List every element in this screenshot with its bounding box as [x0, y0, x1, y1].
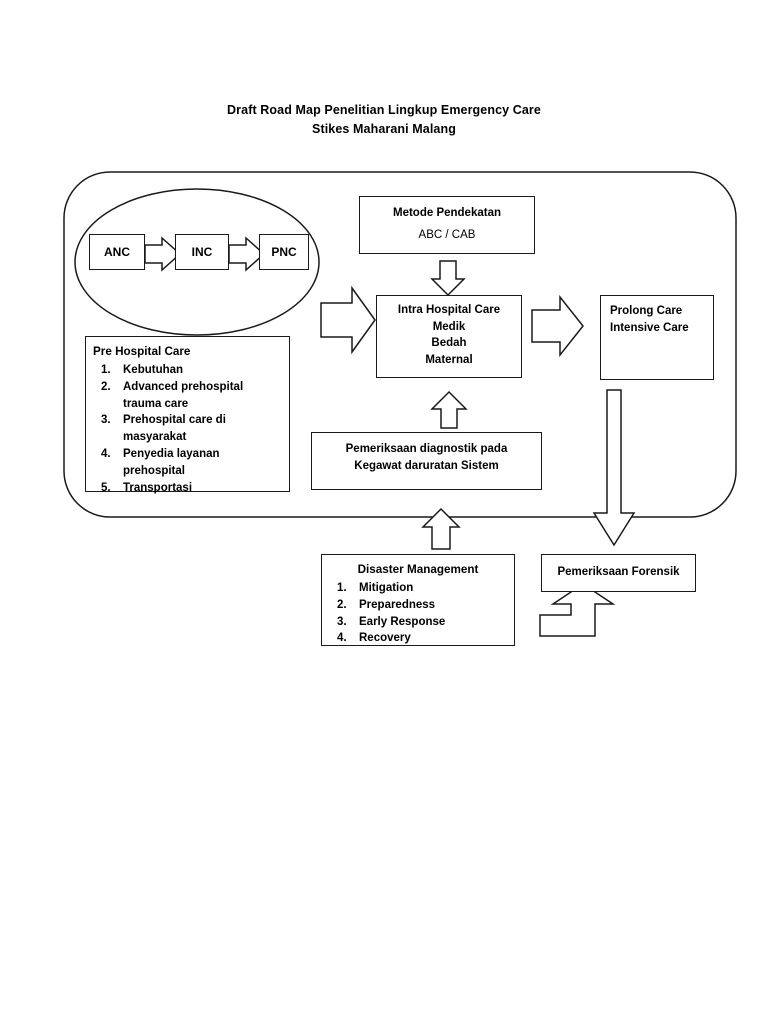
node-metode-pendekatan[interactable]: Metode Pendekatan ABC / CAB — [359, 196, 535, 254]
node-pemeriksaan-forensik[interactable]: Pemeriksaan Forensik — [541, 554, 696, 592]
node-pnc[interactable]: PNC — [259, 234, 309, 270]
list-item: 2. Preparedness — [329, 597, 507, 614]
pre-hospital-care-heading: Pre Hospital Care — [93, 345, 191, 358]
metode-to-intra-arrow — [430, 260, 466, 297]
pemeriksaan-diagnostik-line-2: Kegawat daruratan Sistem — [354, 459, 499, 472]
list-item: 4. Recovery — [329, 630, 507, 647]
list-item-text: Recovery — [359, 632, 411, 645]
intra-hospital-care-line-2: Bedah — [431, 337, 467, 349]
list-item-number: 1. — [101, 364, 111, 376]
disaster-to-intra-arrow — [421, 507, 461, 550]
intra-hospital-care-line-1: Medik — [432, 320, 466, 333]
inc-to-pnc-arrow — [228, 236, 266, 272]
pemeriksaan-forensik-label: Pemeriksaan Forensik — [557, 566, 680, 578]
list-item-text: Prehospital care di masyarakat — [123, 414, 226, 444]
intra-to-prolong-arrow — [531, 294, 584, 358]
prolong-care-line-1: Prolong Care — [610, 305, 683, 317]
node-prolong-care[interactable]: Prolong Care Intensive Care — [600, 295, 714, 380]
list-item: 1. Mitigation — [329, 580, 507, 597]
list-item-text: Early Response — [359, 615, 446, 628]
node-anc[interactable]: ANC — [89, 234, 145, 270]
prehospital-to-intra-arrow — [320, 285, 376, 355]
list-item-number: 4. — [337, 632, 347, 645]
title-line-2: Stikes Maharani Malang — [312, 122, 456, 136]
pre-hospital-care-list: 1. Kebutuhan 2. Advanced prehospital tra… — [93, 362, 282, 496]
list-item-number: 3. — [337, 615, 347, 628]
list-item-number: 5. — [101, 481, 111, 494]
node-pnc-label: PNC — [271, 244, 297, 259]
node-inc-label: INC — [191, 244, 213, 259]
page-title: Draft Road Map Penelitian Lingkup Emerge… — [0, 101, 768, 139]
title-line-1: Draft Road Map Penelitian Lingkup Emerge… — [227, 103, 541, 117]
elbow-to-forensik-arrow — [539, 583, 616, 637]
prolong-to-forensik-arrow — [592, 389, 636, 547]
list-item: 1. Kebutuhan — [93, 362, 282, 379]
prolong-care-line-2: Intensive Care — [610, 321, 689, 334]
disaster-management-heading: Disaster Management — [357, 563, 479, 576]
metode-pendekatan-heading: Metode Pendekatan — [393, 207, 501, 219]
list-item: 3. Early Response — [329, 614, 507, 631]
node-pemeriksaan-diagnostik[interactable]: Pemeriksaan diagnostik pada Kegawat daru… — [311, 432, 542, 490]
list-item-number: 1. — [337, 582, 347, 594]
list-item-number: 4. — [101, 447, 111, 460]
node-anc-label: ANC — [104, 244, 130, 259]
list-item-number: 2. — [101, 380, 111, 393]
node-inc[interactable]: INC — [175, 234, 229, 270]
list-item-text: Kebutuhan — [123, 364, 184, 376]
list-item-number: 2. — [337, 598, 347, 611]
node-disaster-management[interactable]: Disaster Management 1. Mitigation 2. Pre… — [321, 554, 515, 646]
intra-hospital-care-line-3: Maternal — [425, 353, 473, 366]
list-item-text: Mitigation — [359, 582, 414, 594]
node-intra-hospital-care[interactable]: Intra Hospital Care Medik Bedah Maternal — [376, 295, 522, 378]
node-pre-hospital-care[interactable]: Pre Hospital Care 1. Kebutuhan 2. Advanc… — [85, 336, 290, 494]
list-item: 4. Penyedia layanan prehospital — [93, 446, 282, 480]
diagnostik-to-intra-arrow — [430, 390, 468, 429]
list-item: 5. Transportasi — [93, 480, 282, 497]
list-item: 2. Advanced prehospital trauma care — [93, 379, 282, 413]
intra-hospital-care-heading: Intra Hospital Care — [397, 304, 501, 316]
list-item-text: Preparedness — [359, 598, 436, 611]
list-item: 3. Prehospital care di masyarakat — [93, 412, 282, 446]
list-item-text: Advanced prehospital trauma care — [123, 380, 244, 410]
list-item-text: Penyedia layanan prehospital — [123, 447, 220, 477]
pemeriksaan-diagnostik-line-1: Pemeriksaan diagnostik pada — [345, 443, 508, 455]
list-item-number: 3. — [101, 414, 111, 427]
list-item-text: Transportasi — [123, 481, 193, 494]
anc-to-inc-arrow — [144, 236, 182, 272]
disaster-management-list: 1. Mitigation 2. Preparedness 3. Early R… — [329, 580, 507, 647]
metode-pendekatan-subtitle: ABC / CAB — [418, 228, 476, 241]
